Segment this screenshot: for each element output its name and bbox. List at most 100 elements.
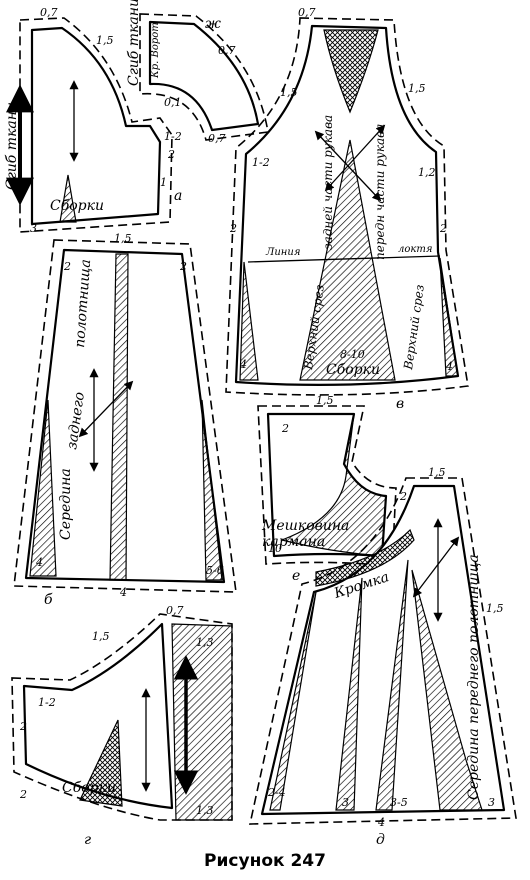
- piece-zh-fold-label: Сгиб ткани: [126, 0, 142, 86]
- piece-zh-edge-label: Кр. Ворот: [150, 22, 161, 79]
- piece-g-allowance: [11, 613, 233, 821]
- piece-d-center-label: Середина переднего полотнища: [466, 554, 482, 800]
- piece-b-label-2: заднего: [64, 391, 88, 451]
- piece-b-seam-label: 2: [179, 260, 187, 273]
- piece-v-right-hatch: [439, 257, 459, 377]
- piece-b-seam-label: 4: [119, 586, 127, 599]
- piece-a-dart: [59, 174, 77, 223]
- piece-v-allowance-label: 8-10: [340, 348, 365, 361]
- piece-a-seam-label: 1,5: [96, 34, 114, 47]
- piece-g-seam-label: 2: [19, 720, 27, 733]
- piece-v-seam-label: 1,2: [418, 166, 436, 179]
- piece-a-fold-label: Сгиб ткани: [4, 102, 20, 190]
- piece-v-seam-label: 0,7: [298, 6, 316, 19]
- piece-d-allowance: [249, 477, 517, 825]
- piece-a-gathers: Сборки: [50, 198, 104, 214]
- piece-d-hatch-3: [375, 559, 409, 811]
- piece-d-seam-label: 3: [342, 796, 349, 809]
- piece-g-seam-label: 2: [19, 788, 27, 801]
- piece-a: Сгиб ткани Сборки а 0,7 1,5 1-2 2 1 3: [4, 6, 182, 235]
- piece-v-seam-label: 1-2: [252, 156, 270, 169]
- piece-zh-outline: [148, 20, 260, 132]
- piece-v-seam-label: 4: [239, 358, 247, 371]
- piece-g-seam-label: 0,7: [166, 604, 184, 617]
- piece-v-elbow-label-2: локтя: [398, 244, 432, 255]
- piece-zh-seam-label: 0,7: [208, 132, 226, 145]
- piece-v-seam-label: 4: [445, 360, 453, 373]
- piece-b-seam-label: 1,5: [114, 232, 132, 245]
- piece-d-hatch-2: [335, 577, 363, 811]
- piece-v-elbow-label: Линия: [265, 247, 300, 258]
- piece-d-seam-label: 2-4: [267, 786, 286, 799]
- piece-e-letter: е: [292, 568, 300, 584]
- piece-v-front-note: передн части рукава: [373, 124, 387, 260]
- piece-d-seam-label: 1,5: [428, 466, 446, 479]
- piece-a-seam-label: 2: [167, 148, 175, 161]
- piece-v-seam-label: 2: [439, 222, 447, 235]
- piece-zh-letter: ж: [205, 16, 221, 32]
- piece-v: задней части рукава передн части рукава …: [225, 6, 469, 412]
- piece-a-outline: [30, 26, 162, 226]
- piece-d-seam-label: 4: [377, 816, 385, 829]
- piece-e-label-2: кармана: [262, 534, 325, 550]
- piece-zh-allowance: [139, 13, 269, 141]
- piece-b-seam-label: 2: [63, 260, 71, 273]
- piece-v-elbow-line: [247, 255, 441, 263]
- piece-v-letter: в: [396, 396, 404, 412]
- piece-b-seam-label: 4: [35, 556, 43, 569]
- piece-g-crosshatch: [79, 719, 123, 807]
- piece-b-letter: б: [44, 592, 53, 608]
- piece-zh: Сгиб ткани Кр. Ворот ж 0,7 0,1 0,7: [126, 0, 269, 145]
- piece-g-seam-label: 1,3: [196, 636, 214, 649]
- piece-v-allowance: [225, 17, 469, 396]
- piece-d-seam-label: 2: [399, 490, 407, 503]
- piece-b-seam-label: 5-6: [206, 564, 224, 577]
- piece-g-gathers: Сборки: [62, 780, 116, 796]
- piece-b-right-hatch: [201, 399, 223, 581]
- piece-g-seam-label: 1-2: [38, 696, 56, 709]
- piece-b: Середина заднего полотнища б 1,5 2 2 4 4…: [13, 232, 237, 608]
- piece-d-letter: д: [376, 832, 385, 848]
- piece-zh-seam-label: 0,7: [218, 44, 236, 57]
- piece-v-back-note: задней части рукава: [321, 115, 335, 250]
- piece-g-seam-label: 1,3: [196, 804, 214, 817]
- piece-zh-seam-label: 0,1: [164, 96, 182, 109]
- piece-g-outline: [22, 622, 174, 810]
- piece-v-crosshatch: [323, 29, 379, 114]
- piece-a-seam-label: 0,7: [40, 6, 58, 19]
- piece-e-hatch: [279, 413, 387, 557]
- piece-d-bias-arrow: [412, 536, 460, 598]
- piece-v-seam-label: 1,5: [280, 86, 298, 99]
- piece-e: Мешковина кармана е 1,5 2 10: [257, 394, 397, 584]
- piece-a-allowance: [19, 17, 173, 233]
- piece-e-seam-label: 2: [281, 422, 289, 435]
- piece-a-seam-label: 3: [30, 222, 37, 235]
- piece-a-seam-label: 1: [160, 176, 167, 189]
- piece-d-hatch-4: [411, 569, 483, 811]
- piece-g-hatch-band: [171, 623, 233, 821]
- piece-b-label: Середина: [58, 468, 74, 540]
- piece-d-seam-label: 3: [488, 796, 495, 809]
- piece-e-seam-label: 1,5: [316, 394, 334, 407]
- figure-caption: Рисунок 247: [204, 851, 326, 871]
- piece-e-seam-label: 10: [268, 542, 282, 555]
- piece-b-allowance: [13, 239, 237, 593]
- piece-a-seam-label: 1-2: [164, 130, 182, 143]
- piece-g-letter: г: [84, 832, 91, 848]
- piece-v-seam-label: 1,5: [408, 82, 426, 95]
- piece-d: Кромка Середина переднего полотнища д 1,…: [249, 466, 517, 848]
- piece-a-letter: а: [174, 188, 182, 204]
- piece-d-seam-label: 1,5: [486, 602, 504, 615]
- piece-g: Сборки г 0,7 1,5 1-2 2 2 1,3 1,3: [11, 604, 233, 848]
- piece-d-hatch-1: [269, 591, 317, 811]
- piece-v-gathers: Сборки: [326, 362, 380, 378]
- piece-v-seam-label: 2: [229, 222, 237, 235]
- piece-b-label-3: полотнища: [72, 259, 94, 349]
- piece-g-seam-label: 1,5: [92, 630, 110, 643]
- piece-b-bias-arrow: [78, 380, 134, 438]
- piece-v-grain-arrow-2: [324, 124, 386, 192]
- piece-v-left-hatch: [239, 261, 259, 381]
- piece-e-label: Мешковина: [261, 518, 349, 534]
- piece-d-seam-label: 3-5: [390, 796, 408, 809]
